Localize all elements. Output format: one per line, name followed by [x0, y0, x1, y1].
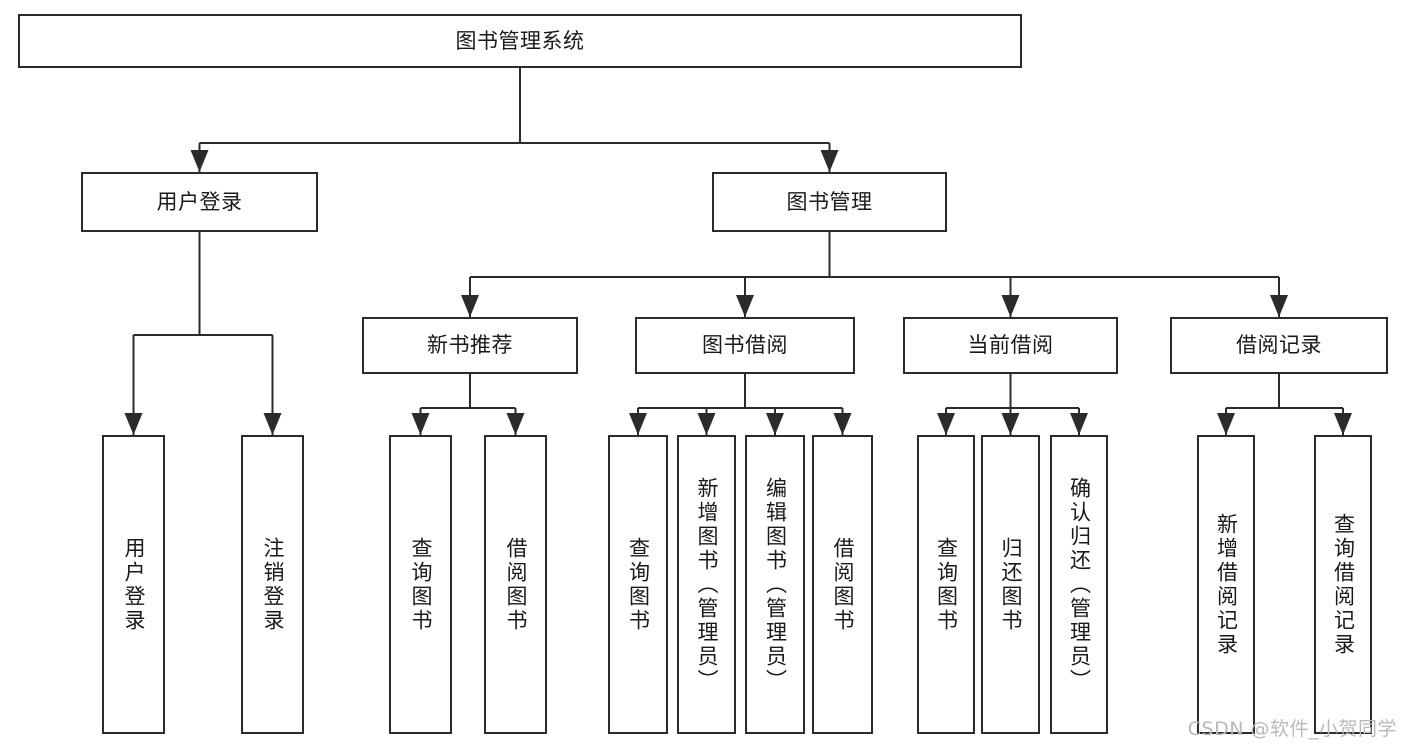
node-leaf-query-book-2[interactable]: 查询图书: [608, 435, 668, 734]
node-label: 用户登录: [156, 189, 243, 214]
node-leaf-edit-book[interactable]: 编辑图书（管理员）: [745, 435, 805, 734]
arrow-head-borrow-record: [1270, 295, 1288, 317]
node-current-borrow[interactable]: 当前借阅: [903, 317, 1118, 374]
arrow-head-leaf-query-book-3: [937, 413, 955, 435]
arrow-head-leaf-edit-book: [766, 413, 784, 435]
arrow-head-leaf-query-record: [1334, 413, 1352, 435]
node-label: 注销登录: [261, 536, 285, 633]
node-label: 新增图书（管理员）: [695, 476, 719, 693]
node-root[interactable]: 图书管理系统: [18, 14, 1022, 68]
node-label: 借阅图书: [504, 536, 528, 633]
node-leaf-query-record[interactable]: 查询借阅记录: [1314, 435, 1372, 734]
node-leaf-confirm-return[interactable]: 确认归还（管理员）: [1050, 435, 1108, 734]
node-borrow-record[interactable]: 借阅记录: [1170, 317, 1388, 374]
arrow-head-leaf-user-login: [124, 413, 143, 435]
arrow-head-book-manage: [820, 150, 839, 172]
arrow-head-leaf-user-logout: [263, 413, 282, 435]
node-label: 查询图书: [626, 536, 651, 633]
node-book-manage[interactable]: 图书管理: [712, 172, 947, 232]
node-label: 图书管理系统: [455, 28, 585, 53]
node-leaf-add-record[interactable]: 新增借阅记录: [1197, 435, 1255, 734]
arrow-head-new-book-rec: [461, 295, 479, 317]
arrow-head-leaf-borrow-book-1: [506, 413, 525, 435]
node-leaf-return-book[interactable]: 归还图书: [981, 435, 1040, 734]
arrow-head-leaf-query-book-1: [411, 413, 430, 435]
arrow-head-leaf-borrow-book-2: [833, 413, 852, 435]
node-label: 归还图书: [999, 536, 1023, 633]
node-leaf-query-book-3[interactable]: 查询图书: [917, 435, 975, 734]
node-user-login[interactable]: 用户登录: [81, 172, 318, 232]
node-label: 借阅记录: [1236, 333, 1322, 358]
node-label: 编辑图书（管理员）: [763, 476, 788, 693]
arrow-head-current-borrow: [1001, 295, 1020, 317]
arrow-head-user-login: [190, 150, 209, 172]
node-leaf-user-logout[interactable]: 注销登录: [241, 435, 304, 734]
node-label: 确认归还（管理员）: [1067, 476, 1092, 693]
arrow-head-leaf-add-book: [697, 413, 716, 435]
node-new-book-rec[interactable]: 新书推荐: [362, 317, 578, 374]
node-label: 查询图书: [409, 536, 433, 633]
arrow-head-leaf-return-book: [1001, 413, 1020, 435]
node-leaf-query-book-1[interactable]: 查询图书: [389, 435, 452, 734]
node-label: 图书借阅: [702, 333, 788, 358]
watermark-label: CSDN @软件_小贺同学: [1187, 718, 1397, 740]
arrow-head-leaf-query-book-2: [629, 413, 647, 435]
node-label: 当前借阅: [967, 333, 1054, 358]
node-book-borrow[interactable]: 图书借阅: [635, 317, 855, 374]
arrow-head-leaf-confirm-return: [1070, 413, 1088, 435]
node-label: 查询图书: [934, 536, 959, 633]
node-leaf-borrow-book-2[interactable]: 借阅图书: [812, 435, 873, 734]
node-label: 图书管理: [786, 189, 873, 214]
arrow-head-book-borrow: [736, 295, 754, 317]
node-leaf-add-book[interactable]: 新增图书（管理员）: [677, 435, 736, 734]
node-label: 新书推荐: [427, 333, 513, 358]
node-label: 借阅图书: [831, 536, 855, 633]
node-label: 新增借阅记录: [1214, 512, 1239, 657]
arrow-head-leaf-add-record: [1217, 413, 1235, 435]
node-leaf-borrow-book-1[interactable]: 借阅图书: [484, 435, 547, 734]
node-label: 用户登录: [122, 536, 146, 633]
node-leaf-user-login[interactable]: 用户登录: [102, 435, 165, 734]
node-label: 查询借阅记录: [1331, 512, 1356, 657]
